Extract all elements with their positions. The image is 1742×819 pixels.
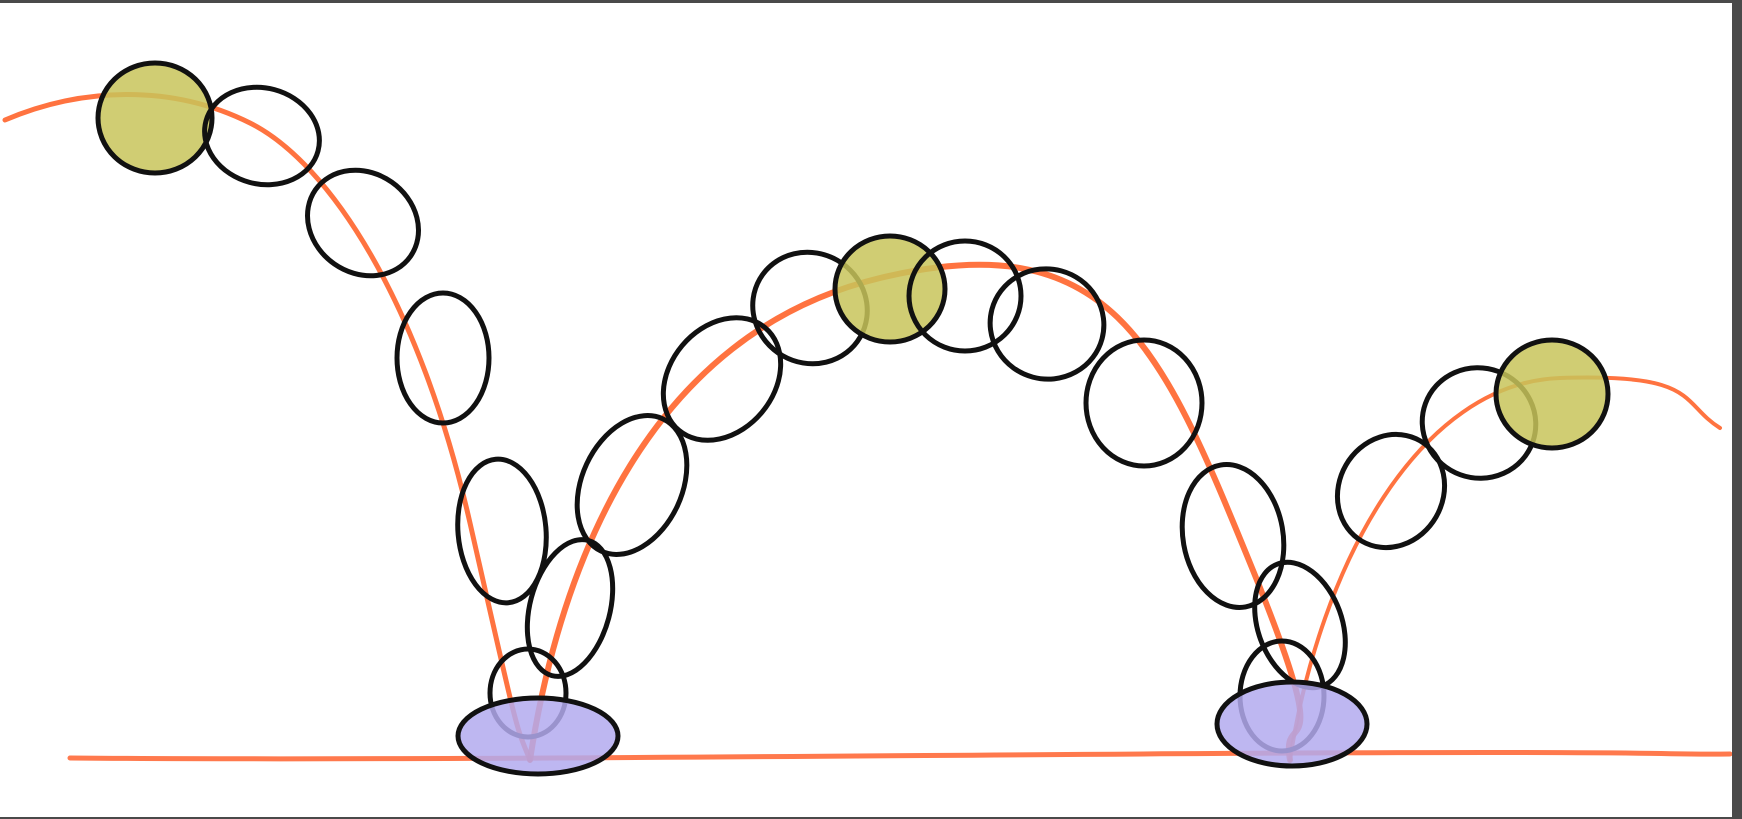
drawing-canvas [0, 3, 1732, 817]
squash-contact-ball [458, 698, 618, 774]
squash-contact-ball [1217, 682, 1367, 766]
ground-line [70, 752, 1730, 758]
bounce-arc [5, 94, 530, 760]
bouncing-ball-diagram [0, 3, 1732, 817]
inbetween-ball [1086, 340, 1202, 466]
inbetween-ball [194, 75, 331, 198]
key-pose-ball [1496, 340, 1608, 448]
inbetween-ball [1317, 415, 1465, 567]
inbetween-ball [1171, 456, 1294, 615]
inbetween-ball [556, 398, 708, 573]
inbetween-ball [397, 293, 489, 423]
key-pose-ball [98, 63, 212, 173]
